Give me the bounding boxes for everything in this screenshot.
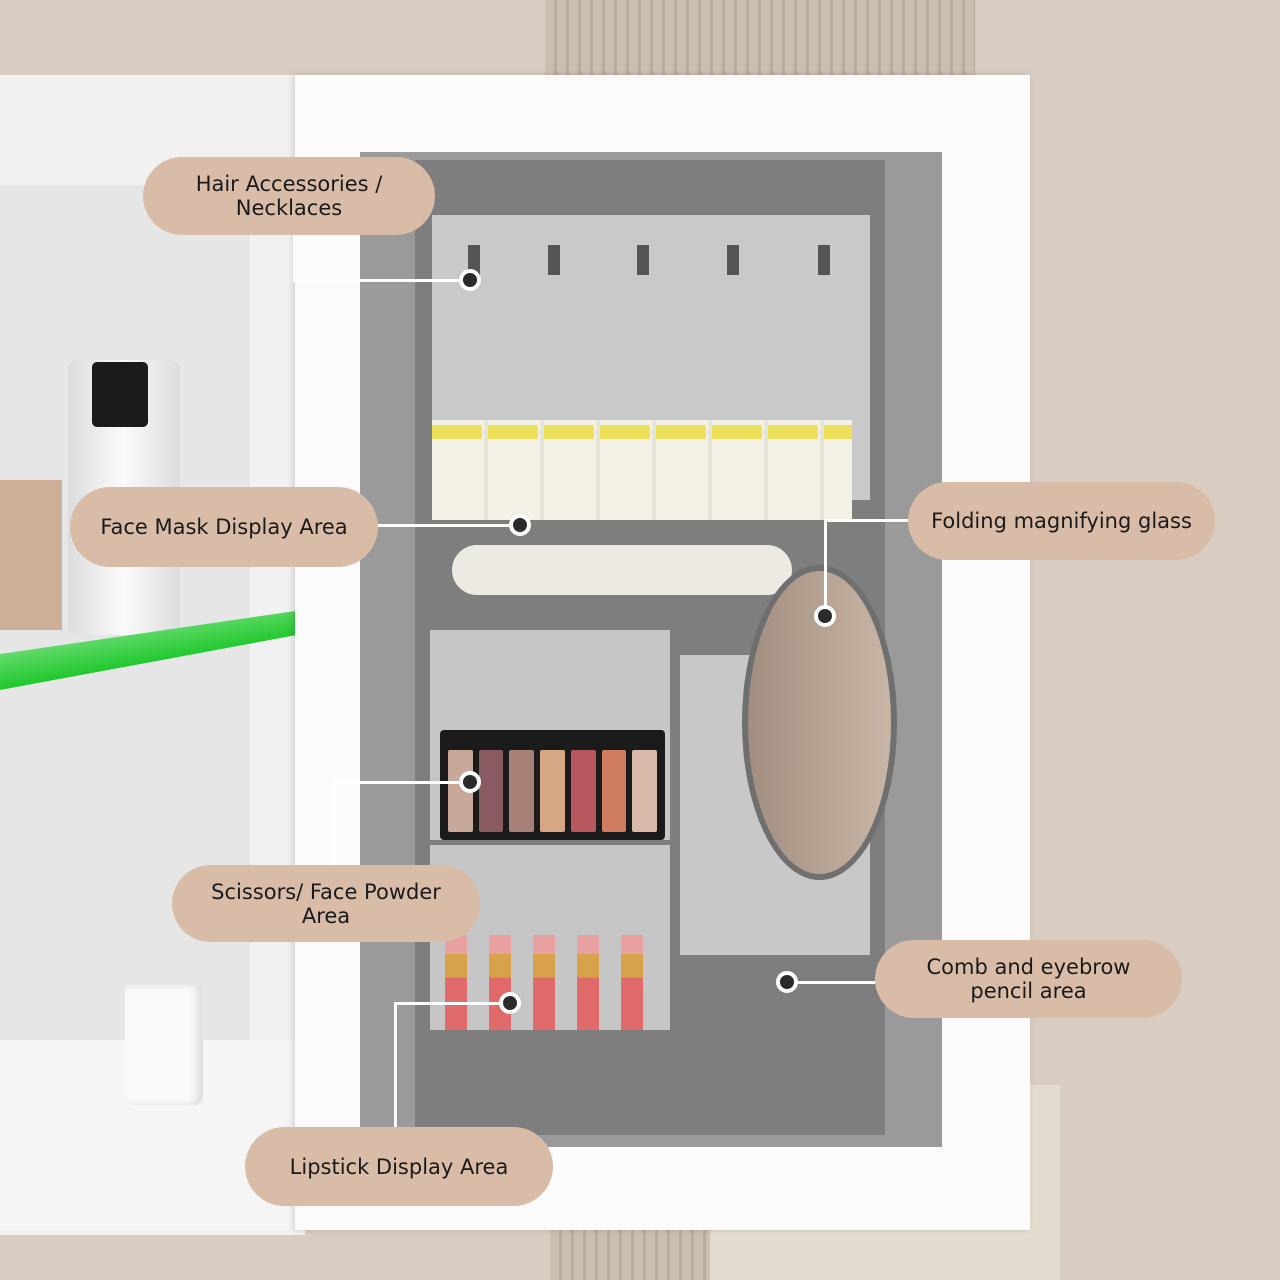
- callout-comb-pencil: Comb and eyebrow pencil area: [875, 940, 1182, 1018]
- leader-line: [333, 781, 470, 784]
- callout-magnifying-glass: Folding magnifying glass: [908, 482, 1215, 560]
- marker-dot: [459, 771, 481, 793]
- hook: [548, 245, 560, 275]
- leader-line: [333, 781, 336, 867]
- marker-dot: [509, 514, 531, 536]
- lipsticks: [445, 935, 670, 1030]
- bottle-cap: [92, 362, 148, 427]
- hook: [637, 245, 649, 275]
- leader-line: [825, 519, 910, 522]
- callout-lipstick: Lipstick Display Area: [245, 1127, 553, 1206]
- marker-dot: [814, 605, 836, 627]
- marker-dot: [459, 269, 481, 291]
- callout-hair-accessories: Hair Accessories / Necklaces: [143, 157, 435, 235]
- board-slot: [452, 545, 792, 595]
- callout-face-mask: Face Mask Display Area: [70, 487, 378, 567]
- marker-dot: [499, 992, 521, 1014]
- leader-line: [824, 519, 827, 615]
- hook: [727, 245, 739, 275]
- hook: [468, 245, 480, 275]
- wall-slats: [545, 0, 975, 80]
- leader-line: [293, 279, 470, 282]
- toothbrush-cup: [125, 985, 203, 1105]
- leader-line: [376, 524, 520, 527]
- leader-line: [394, 1002, 397, 1130]
- leader-line: [293, 233, 296, 281]
- callout-scissors-powder: Scissors/ Face Powder Area: [172, 865, 480, 942]
- leader-line: [787, 981, 877, 984]
- leader-line: [395, 1002, 510, 1005]
- marker-dot: [776, 971, 798, 993]
- perfume-bottle: [0, 480, 62, 630]
- face-mask-labels: [432, 425, 852, 439]
- hook: [818, 245, 830, 275]
